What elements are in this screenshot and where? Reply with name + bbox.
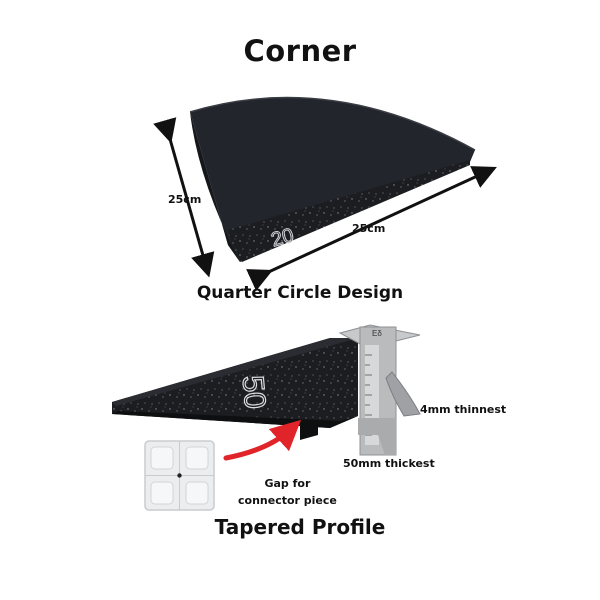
connector-piece [144, 440, 215, 511]
profile-marking: 50 [236, 374, 272, 410]
tapered-profile-piece [112, 338, 358, 440]
left-dimension-label: 25cm [168, 193, 202, 206]
bottom-dimension-label: 25cm [352, 222, 386, 235]
left-dimension-arrow [153, 117, 215, 278]
corner-piece [189, 96, 476, 262]
gap-label: Gap for connector piece [238, 475, 337, 509]
tapered-profile-caption: Tapered Profile [214, 515, 386, 539]
gap-label-line1: Gap for [264, 477, 311, 490]
gap-label-line2: connector piece [238, 494, 337, 507]
gap-pointer-arrow [223, 419, 302, 461]
bottom-dimension-arrow [246, 166, 497, 291]
page-title: Corner [243, 34, 357, 68]
quarter-circle-caption: Quarter Circle Design [196, 283, 404, 303]
thickest-label: 50mm thickest [343, 457, 435, 470]
caliper [338, 324, 421, 456]
caliper-label: Eδ [372, 329, 382, 338]
thinnest-label: 4mm thinnest [420, 403, 507, 416]
